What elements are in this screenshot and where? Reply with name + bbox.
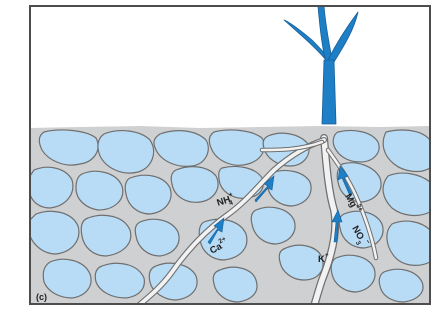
root-trunk xyxy=(322,60,336,124)
soil-particle xyxy=(81,215,131,256)
panel-label: (c) xyxy=(36,292,47,302)
